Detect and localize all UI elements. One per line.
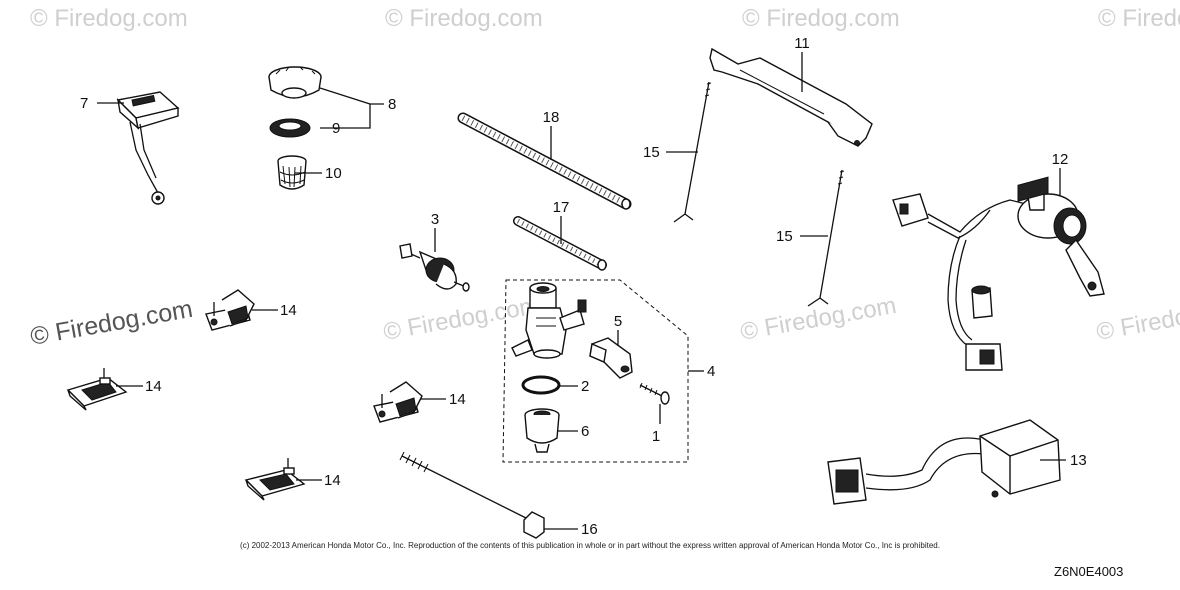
callout-5: 5 xyxy=(614,313,622,330)
watermark: © Firedog.com xyxy=(381,292,541,346)
part-14-clip xyxy=(205,289,255,331)
callout-10: 10 xyxy=(325,165,342,182)
callout-11: 11 xyxy=(794,35,810,52)
callout-14: 14 xyxy=(280,302,297,319)
watermark: © Firedog.com xyxy=(1094,292,1180,346)
part-10-strainer xyxy=(277,155,307,190)
part-14-clip xyxy=(66,368,128,411)
copyright-notice: (c) 2002-2013 American Honda Motor Co., … xyxy=(240,541,940,550)
part-14-clip xyxy=(373,381,423,423)
callout-9: 9 xyxy=(332,120,340,137)
part-4-assembly-box xyxy=(502,279,689,463)
part-11-bracket xyxy=(709,47,873,147)
watermarks: © Firedog.com © Firedog.com © Firedog.co… xyxy=(28,5,1180,351)
part-9-gasket xyxy=(269,118,311,138)
part-3-fuel-filter xyxy=(399,243,470,292)
watermark: © Firedog.com xyxy=(1098,5,1180,32)
callout-7: 7 xyxy=(80,95,88,112)
callout-16: 16 xyxy=(581,521,598,538)
callout-15: 15 xyxy=(776,228,793,245)
callout-14: 14 xyxy=(449,391,466,408)
watermark: © Firedog.com xyxy=(742,5,900,32)
part-14-clip xyxy=(244,458,306,501)
part-17-fuel-tube xyxy=(513,216,607,271)
leader-lines xyxy=(97,52,1066,530)
part-4-fuel-valve xyxy=(511,282,587,359)
callout-14: 14 xyxy=(324,472,341,489)
callout-15: 15 xyxy=(643,144,660,161)
callout-17: 17 xyxy=(553,199,570,216)
watermark: © Firedog.com xyxy=(30,5,188,32)
part-18-fuel-tube xyxy=(457,112,632,210)
part-13-ignition-module xyxy=(827,176,1061,505)
callout-4: 4 xyxy=(707,363,715,380)
part-1-screw xyxy=(639,382,670,405)
callout-12: 12 xyxy=(1052,151,1069,168)
watermark-main: © Firedog.com xyxy=(28,295,195,351)
diagram-code: Z6N0E4003 xyxy=(1054,564,1124,579)
callout-14: 14 xyxy=(145,378,162,395)
part-5-valve-lever xyxy=(589,337,633,379)
part-16-bolt xyxy=(399,451,545,539)
callout-labels: 1 2 3 4 5 6 7 8 9 10 11 12 13 14 14 14 1… xyxy=(80,35,1087,538)
callout-6: 6 xyxy=(581,423,589,440)
part-7-oil-switch xyxy=(116,91,180,205)
callout-8: 8 xyxy=(388,96,396,113)
callout-13: 13 xyxy=(1070,452,1087,469)
callout-2: 2 xyxy=(581,378,589,395)
watermark: © Firedog.com xyxy=(738,292,898,346)
part-15-rods xyxy=(673,81,845,307)
callout-1: 1 xyxy=(652,428,660,445)
part-12-ignition-switch xyxy=(892,193,1105,371)
callout-18: 18 xyxy=(543,109,560,126)
callout-3: 3 xyxy=(431,211,439,228)
part-8-filler-cap xyxy=(268,66,322,99)
part-6-fuel-cup xyxy=(524,408,560,453)
watermark: © Firedog.com xyxy=(385,5,543,32)
part-2-o-ring xyxy=(521,375,561,395)
